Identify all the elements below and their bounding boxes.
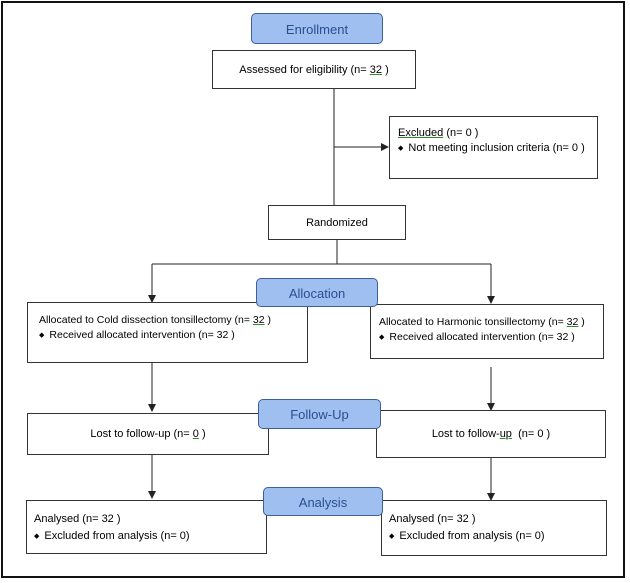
alloc-left-bullet-text: Received allocated intervention (n= 32 ) [49, 329, 235, 341]
excluded-box: Excluded (n= 0 ) ◆Not meeting inclusion … [389, 116, 598, 179]
stage-enrollment: Enrollment [251, 13, 383, 44]
lost-right-box: Lost to follow-up (n= 0 ) [376, 410, 606, 458]
excluded-bullet-text: Not meeting inclusion criteria (n= 0 ) [408, 142, 585, 154]
lost-left-n: 0 [192, 428, 199, 440]
assessed-close: ) [385, 63, 389, 76]
analysed-left-bullet: ◆Excluded from analysis (n= 0) [34, 530, 190, 542]
analysed-right-label: Analysed (n= 32 ) [389, 513, 476, 525]
alloc-left-close: ) [267, 314, 272, 326]
alloc-right-box: Allocated to Harmonic tonsillectomy (n= … [370, 304, 604, 359]
excluded-n: (n= 0 ) [446, 127, 479, 139]
excluded-label: Excluded [398, 127, 444, 139]
randomized-label: Randomized [306, 216, 368, 229]
lost-right-rest: (n= 0 ) [518, 428, 551, 440]
lost-left-close: ) [201, 428, 206, 440]
assessed-label: Assessed for eligibility (n= [239, 63, 367, 76]
stage-followup: Follow-Up [258, 399, 381, 429]
lost-left-box: Lost to follow-up (n= 0 ) [27, 413, 269, 455]
lost-right-up: up [499, 428, 512, 440]
analysed-left-bullet-text: Excluded from analysis (n= 0) [44, 530, 190, 542]
assessed-box: Assessed for eligibility (n= 32 ) [212, 50, 416, 89]
randomized-box: Randomized [268, 205, 406, 240]
analysed-left-box: Analysed (n= 32 ) ◆Excluded from analysi… [26, 500, 267, 554]
alloc-left-n: 32 [252, 314, 265, 326]
stage-allocation: Allocation [256, 278, 378, 307]
alloc-right-bullet-text: Received allocated intervention (n= 32 ) [389, 331, 575, 343]
stage-analysis: Analysis [263, 487, 383, 516]
alloc-left-bullet: ◆Received allocated intervention (n= 32 … [39, 329, 235, 341]
excluded-bullet: ◆Not meeting inclusion criteria (n= 0 ) [398, 142, 585, 154]
lost-left-label: Lost to follow-up (n= [90, 428, 190, 440]
alloc-left-label: Allocated to Cold dissection tonsillecto… [39, 314, 250, 326]
alloc-right-bullet: ◆Received allocated intervention (n= 32 … [379, 331, 575, 343]
alloc-right-close: ) [581, 316, 585, 328]
analysed-right-box: Analysed (n= 32 ) ◆Excluded from analysi… [381, 500, 607, 556]
analysed-left-label: Analysed (n= 32 ) [34, 513, 121, 525]
lost-right-label: Lost to follow- [431, 428, 500, 440]
analysed-right-bullet: ◆Excluded from analysis (n= 0) [389, 530, 545, 542]
alloc-left-box: Allocated to Cold dissection tonsillecto… [27, 302, 308, 363]
alloc-right-n: 32 [566, 316, 579, 328]
alloc-right-label: Allocated to Harmonic tonsillectomy (n= [379, 316, 564, 328]
analysed-right-bullet-text: Excluded from analysis (n= 0) [399, 530, 545, 542]
assessed-n: 32 [369, 63, 383, 76]
